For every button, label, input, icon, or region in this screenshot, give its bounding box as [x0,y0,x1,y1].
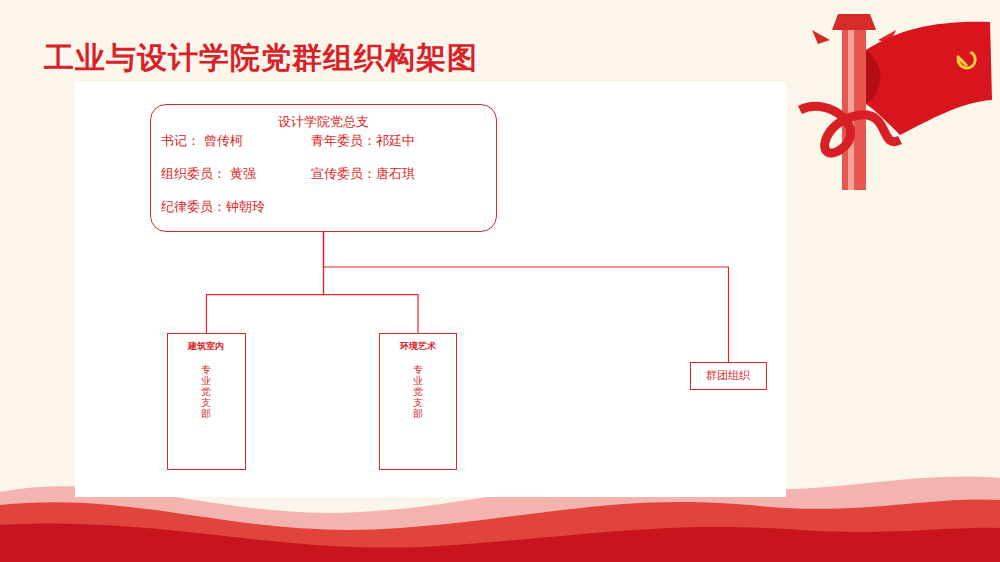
mass-org-box: 群团组织 [690,362,767,390]
node-text: 青年委员：祁廷中 [311,132,415,150]
node-text: 组织委员： 黄强 [161,165,256,183]
pillar [842,20,866,190]
general-branch-box: 设计学院党总支书记： 曾传柯 青年委员：祁廷中组织委员： 黄强 宣传委员：唐石琪纪律… [150,104,497,232]
node-heading: 建筑室内 [188,340,224,353]
node-heading: 环境艺术 [400,340,436,353]
node-text: 书记： 曾传柯 [161,132,243,150]
wave-front [0,523,1000,562]
node-heading: 设计学院党总支 [278,113,369,131]
connector [207,232,324,333]
node-heading: 群团组织 [706,368,750,383]
node-text: 专业党支部 [201,364,211,419]
hammer-sickle [956,51,977,69]
node-text: 宣传委员：唐石琪 [311,165,415,183]
wave-mid [0,499,1000,562]
flag [866,22,992,135]
flag-shade [866,50,880,104]
pillar-top [832,14,876,30]
branch-box: 环境艺术专业党支部 [379,333,457,470]
pillar-light [848,20,854,190]
node-text: 专业党支部 [413,364,423,419]
branch-box: 建筑室内专业党支部 [167,333,246,470]
node-text: 纪律委员：钟朝玲 [161,198,265,216]
page-title: 工业与设计学院党群组织构架图 [44,38,478,79]
connector [324,232,419,333]
